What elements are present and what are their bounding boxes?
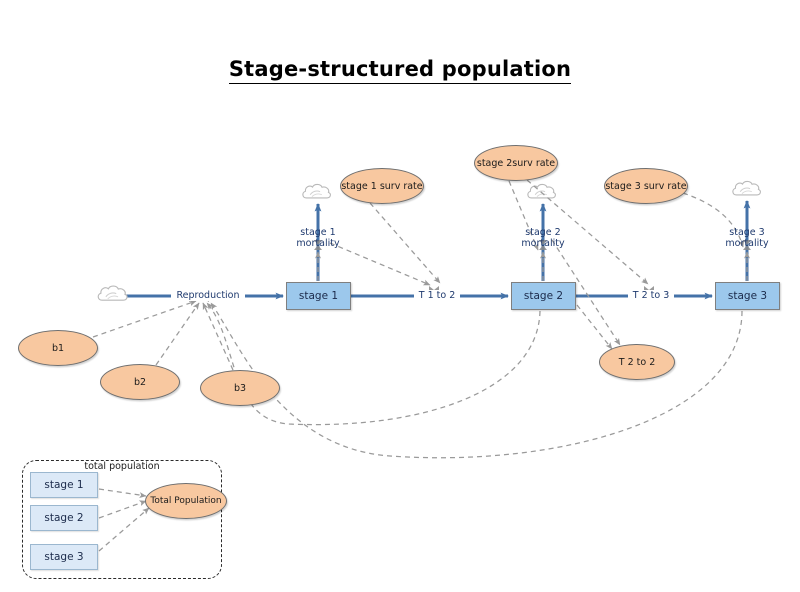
stock-stage-3-label: stage 3: [727, 290, 768, 302]
aux-b1-label: b1: [51, 342, 65, 354]
link-stage1surv-to-t1to2: [369, 202, 441, 284]
page-title-text: Stage-structured population: [228, 57, 572, 84]
stock-total-population-stage-1-label: stage 1: [44, 479, 84, 491]
stock-stage-1-label: stage 1: [298, 290, 339, 302]
page-title: Stage-structured population: [0, 57, 800, 84]
sink-cloud-stage1: [302, 183, 331, 199]
link-stage2surv-to-stage2-mortality: [508, 180, 539, 251]
flow-label-t-1-to-2: T 1 to 2: [414, 290, 460, 301]
link-stage1-mortality-to-t1to2: [329, 242, 431, 286]
stock-total-population-stage-2[interactable]: stage 2: [30, 505, 98, 531]
flow-label-t-2-to-3: T 2 to 3: [628, 290, 674, 301]
link-stage2-to-t2to2: [576, 304, 613, 350]
flow-label-stage-2-mortality: stage 2 mortality: [521, 227, 565, 249]
link-tp-stage3-to-total: [98, 507, 150, 552]
stock-stage-2-label: stage 2: [523, 290, 564, 302]
link-tp-stage1-to-total: [98, 488, 147, 499]
sink-cloud-stage3: [732, 180, 761, 196]
aux-total-population-label: Total Population: [150, 496, 222, 506]
aux-b2[interactable]: b2: [100, 364, 180, 400]
stock-total-population-stage-1[interactable]: stage 1: [30, 472, 98, 498]
stock-total-population-stage-2-label: stage 2: [44, 512, 84, 524]
aux-stage-2-surv-rate[interactable]: stage 2surv rate: [474, 145, 558, 181]
aux-total-population[interactable]: Total Population: [145, 483, 227, 519]
link-stage3-to-reproduction: [210, 302, 743, 459]
aux-stage-1-surv-rate-label: stage 1 surv rate: [341, 180, 423, 192]
flow-pipes: [126, 200, 751, 300]
stock-stage-2[interactable]: stage 2: [511, 282, 576, 310]
stock-total-population-stage-3-label: stage 3: [44, 551, 84, 563]
aux-b3-label: b3: [233, 382, 247, 394]
aux-stage-3-surv-rate-label: stage 3 surv rate: [605, 180, 687, 192]
total-population-group-panel: [22, 460, 222, 579]
influence-links: [92, 179, 750, 459]
stock-total-population-stage-3[interactable]: stage 3: [30, 544, 98, 570]
aux-stage-2-surv-rate-label: stage 2surv rate: [476, 157, 556, 169]
source-cloud-reproduction: [97, 285, 128, 301]
total-population-group-label: total population: [84, 461, 160, 472]
link-stage2-mortality-to-t2to2: [551, 239, 621, 346]
stock-stage-1[interactable]: stage 1: [286, 282, 351, 310]
aux-stage-1-surv-rate[interactable]: stage 1 surv rate: [340, 168, 424, 204]
sink-cloud-stage2: [527, 183, 556, 199]
stock-stage-3[interactable]: stage 3: [715, 282, 780, 310]
aux-b2-label: b2: [133, 376, 147, 388]
link-stage3surv-to-stage3-mortality: [682, 192, 745, 248]
flow-label-stage-3-mortality: stage 3 mortality: [725, 227, 769, 249]
link-stage2-to-reproduction: [206, 302, 541, 426]
link-b2-to-reproduction: [155, 302, 200, 366]
valve-stage3-mortality: [743, 240, 751, 250]
link-b3-to-reproduction: [202, 302, 234, 371]
aux-b3[interactable]: b3: [200, 370, 280, 406]
aux-stage-3-surv-rate[interactable]: stage 3 surv rate: [604, 168, 688, 204]
aux-t-2-to-2[interactable]: T 2 to 2: [599, 344, 675, 380]
aux-t-2-to-2-label: T 2 to 2: [618, 356, 656, 368]
link-b1-to-reproduction: [92, 300, 197, 338]
flow-label-stage-1-mortality: stage 1 mortality: [296, 227, 340, 249]
valve-stage1-mortality: [314, 240, 322, 250]
valve-stage2-mortality: [539, 240, 547, 250]
flow-label-reproduction: Reproduction: [171, 290, 245, 301]
total-population-links: [98, 488, 150, 552]
aux-b1[interactable]: b1: [18, 330, 98, 366]
